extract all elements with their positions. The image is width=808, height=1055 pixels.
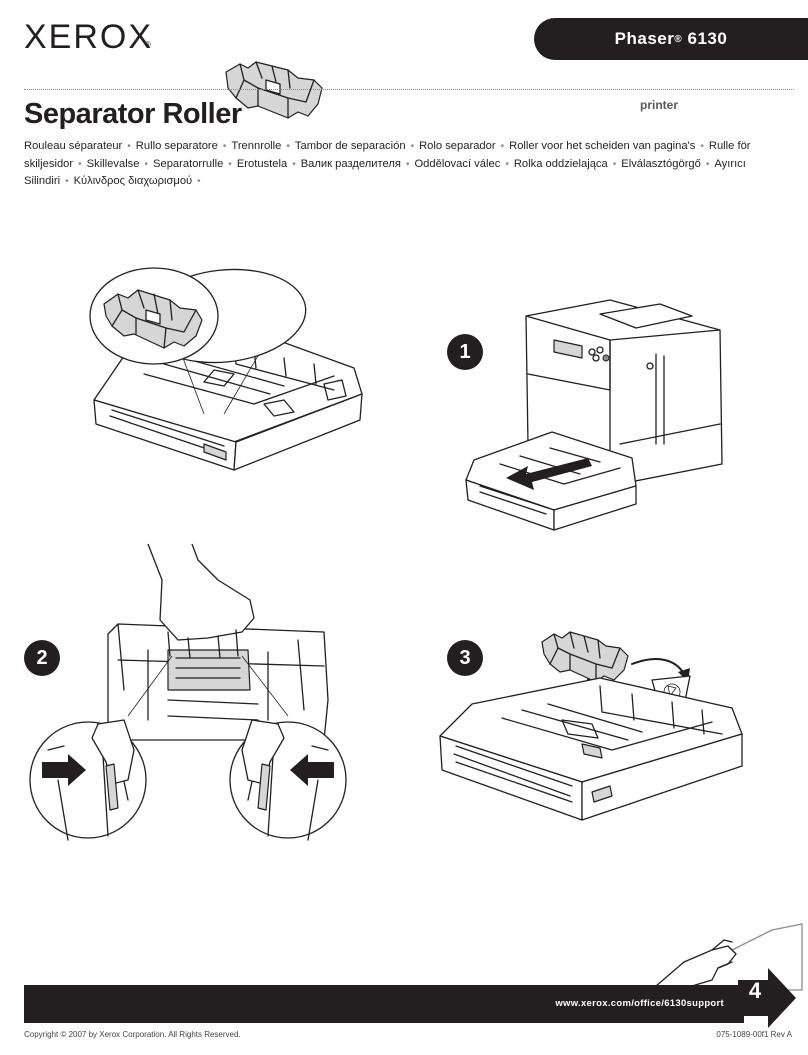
xerox-logo: XEROX <box>24 18 154 56</box>
translation-item: Валик разделителя <box>300 157 401 170</box>
translation-item: Rolo separador <box>419 140 496 152</box>
translation-item: Rullo separatore <box>135 140 218 152</box>
step-2-badge: 2 <box>24 640 60 676</box>
product-type-label: printer <box>640 98 679 112</box>
translation-item: Roller voor het scheiden van pagina's <box>509 140 696 152</box>
translation-item: Rouleau séparateur <box>24 140 123 152</box>
model-number: 6130 <box>687 29 728 48</box>
translation-item: Skillevalse <box>86 157 140 170</box>
translation-separator: • <box>127 141 131 152</box>
squeeze-tabs-illustration <box>29 543 347 841</box>
footer-bar <box>24 985 744 1023</box>
translation-separator: • <box>228 158 232 170</box>
translation-separator: • <box>505 158 509 170</box>
translation-separator: • <box>705 158 710 170</box>
step-1-badge: 1 <box>447 334 483 370</box>
translation-item: Erotustela <box>236 157 288 170</box>
logo-registered-mark: ® <box>145 40 151 49</box>
copyright-notice: Copyright © 2007 by Xerox Corporation. A… <box>24 1030 241 1039</box>
translation-separator: • <box>197 176 201 187</box>
translation-separator: • <box>700 141 704 152</box>
support-url[interactable]: www.xerox.com/office/6130support <box>555 998 724 1009</box>
translation-separator: • <box>78 158 82 170</box>
remove-roller-illustration <box>439 631 743 821</box>
next-page-arrow-icon <box>738 968 796 1028</box>
translation-item: Oddělovací válec <box>414 157 501 170</box>
translation-separator: • <box>500 141 505 152</box>
translation-separator: • <box>292 158 296 170</box>
step-3-badge: 3 <box>447 640 483 676</box>
translation-item: Rulle för skiljesidor <box>24 140 751 170</box>
translation-separator: • <box>612 158 617 170</box>
translation-item: Elválasztógörgő <box>621 157 701 170</box>
translation-item: Tambor de separación <box>294 140 406 152</box>
translation-separator: • <box>405 158 410 170</box>
tray-overview-illustration <box>89 267 363 471</box>
translation-separator: • <box>410 141 415 152</box>
translation-separator: • <box>65 176 69 187</box>
page-number: 4 <box>748 978 762 1003</box>
page-title: Separator Roller <box>24 98 242 130</box>
translation-item: Rolka oddzielająca <box>513 157 608 170</box>
document-part-number: 075-1089-00f1 Rev A <box>716 1030 792 1039</box>
translation-item: Ayırıcı Silindiri <box>24 157 746 188</box>
translation-item: Trennrolle <box>231 140 282 152</box>
translation-separator: • <box>286 141 290 152</box>
title-translations: Rouleau séparateur • Rullo separatore • Tren… <box>24 138 784 191</box>
page-turn-illustration <box>651 923 803 991</box>
model-registered-mark: ® <box>674 33 683 45</box>
model-tab: Phaser® 6130 <box>534 18 808 60</box>
translation-item: Κύλινδρος διαχωρισμού <box>73 175 193 187</box>
translation-separator: • <box>222 141 227 152</box>
model-name: Phaser <box>614 29 675 48</box>
translation-separator: • <box>144 158 149 170</box>
header-divider <box>24 89 794 90</box>
translation-item: Separatorrulle <box>153 157 224 170</box>
printer-open-tray-illustration <box>465 299 723 531</box>
